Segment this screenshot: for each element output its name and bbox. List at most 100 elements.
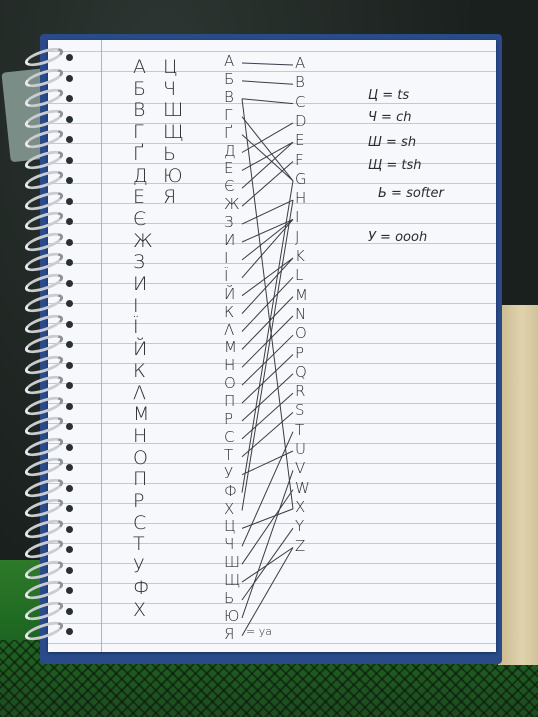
latin-letter: C [295,92,306,111]
cyrillic-letter: У [224,463,234,482]
cyrillic-letter: Λ [224,320,235,339]
alphabet-letter: Д [133,164,148,187]
cyrillic-letter: О [224,374,236,393]
punch-hole [66,566,73,574]
cyrillic-letter: Й [224,284,236,303]
alphabet-letter: Ї [133,316,139,339]
alphabet-letter: Ч [163,77,177,100]
key-entry: Ь = softer [378,186,444,201]
punch-hole [66,443,73,451]
cyrillic-letter: М [224,338,237,357]
latin-letter: O [295,324,307,343]
match-line [241,199,294,225]
alphabet-letter: Г [133,121,144,144]
punch-hole [66,546,73,553]
alphabet-letter: Я [163,186,177,209]
latin-letter: P [295,343,305,362]
cyrillic-letter: І [224,248,229,267]
punch-hole [66,115,73,123]
punch-hole [66,361,73,369]
match-line [241,392,294,440]
match-line [241,257,294,297]
punch-hole [66,218,73,225]
cyrillic-letter: Ь [224,589,235,607]
alphabet-letter: Ш [163,99,184,122]
key-entry: У = oooh [368,230,428,245]
match-line [241,508,294,529]
latin-letter: U [295,440,306,458]
alphabet-letter: Щ [163,121,184,144]
match-line [241,98,294,509]
latin-letter: R [295,382,306,401]
punch-hole [66,136,73,143]
latin-letter: J [295,227,300,246]
cyrillic-letter: Я [224,624,235,643]
match-line [241,98,294,105]
alphabet-letter: Λ [133,381,146,404]
alphabet-letter: К [133,359,146,382]
cyrillic-letter: Х [224,499,235,518]
match-line [241,134,294,182]
key-entry: Щ = tsh [368,158,422,173]
punch-hole [66,238,73,246]
alphabet-letter: Ь [163,142,177,165]
cyrillic-letter: К [224,302,235,321]
cyrillic-letter: Ч [224,535,235,554]
cyrillic-letter: Т [224,445,234,464]
cyrillic-letter: П [224,392,236,411]
punch-hole [66,341,73,348]
latin-letter: A [295,54,306,72]
match-line [241,62,294,66]
match-line [241,527,294,601]
latin-letter: X [295,497,306,516]
match-line [241,334,294,386]
punch-hole [66,74,73,82]
cyrillic-letter: И [224,231,236,249]
latin-letter: I [295,208,300,227]
latin-letter: F [295,150,304,169]
punch-hole [66,587,73,594]
alphabet-letter: І [133,294,139,317]
ya-note: = ya [246,625,272,638]
punch-hole [66,464,73,471]
punch-hole [66,320,73,328]
cyrillic-letter: Б [224,69,235,88]
match-line [241,373,294,422]
punch-hole [66,525,73,533]
punch-hole [66,300,73,307]
punch-hole [66,177,73,184]
alphabet-letter: Т [133,533,145,556]
latin-letter: B [295,73,305,92]
latin-letter: Y [295,517,305,536]
punch-hole [66,484,73,492]
alphabet-letter: Ф [133,576,150,599]
cyrillic-letter: З [224,213,234,232]
cyrillic-letter: Е [224,159,234,178]
alphabet-letter: С [133,511,147,534]
cyrillic-letter: Ж [224,195,240,214]
match-line [241,257,294,314]
match-line [241,141,294,189]
punch-hole [66,54,73,61]
wooden-board [498,305,538,665]
match-line [241,180,294,493]
key-entry: Ц = ts [368,88,410,103]
latin-letter: G [295,169,307,188]
punch-hole [66,279,73,287]
cyrillic-letter: Г [224,105,233,124]
alphabet-letter: П [133,468,148,491]
latin-letter: Z [295,536,306,555]
match-line [241,161,294,207]
alphabet-letter: В [133,99,146,122]
alphabet-letter: Б [133,77,147,100]
latin-letter: E [295,131,305,150]
cyrillic-letter: Щ [224,571,241,590]
alphabet-letter: Ґ [133,142,144,165]
match-line [241,489,294,565]
cyrillic-letter: Є [224,177,235,196]
punch-hole [66,156,73,164]
match-line [241,122,294,153]
match-line [241,354,294,404]
cyrillic-letter: Ц [224,517,236,536]
